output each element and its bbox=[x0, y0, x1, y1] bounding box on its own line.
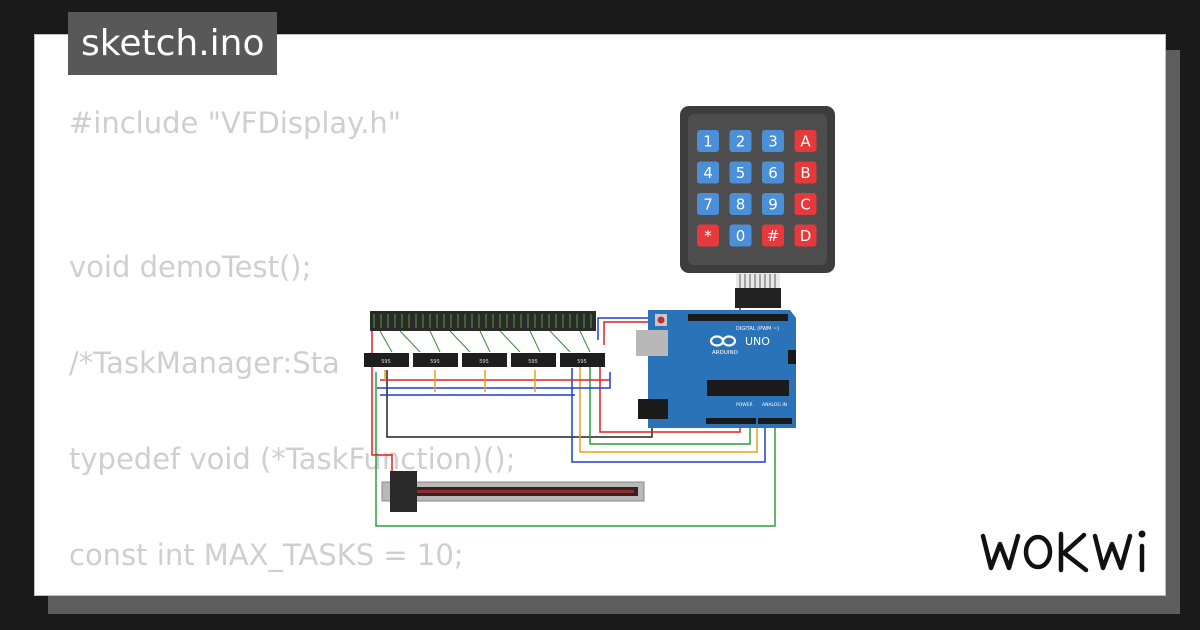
arduino-brand: ARDUINO bbox=[712, 350, 739, 356]
chip bbox=[511, 353, 556, 367]
keypad-key[interactable] bbox=[794, 193, 817, 215]
keypad-key[interactable] bbox=[762, 130, 784, 152]
keypad-key-label: 4 bbox=[703, 164, 713, 182]
keypad-key[interactable] bbox=[794, 161, 817, 184]
microcontroller-chip bbox=[707, 380, 789, 396]
keypad-key-label: C bbox=[800, 196, 810, 214]
chip-label: 595 bbox=[528, 359, 538, 365]
code-line: typedef void (*TaskFunction)(); bbox=[69, 442, 516, 476]
code-preview: #include "VFDisplay.h" void demoTest(); … bbox=[69, 99, 516, 579]
keypad-key-label: A bbox=[800, 133, 811, 151]
wire-bus-blue bbox=[377, 372, 611, 389]
keypad-key-label: * bbox=[704, 227, 712, 245]
keypad-key-label: 2 bbox=[736, 133, 746, 151]
keypad-key-label: 8 bbox=[736, 196, 746, 214]
power-label: POWER bbox=[736, 402, 753, 408]
chip-label: 595 bbox=[430, 359, 440, 365]
keypad-key[interactable] bbox=[729, 130, 752, 152]
keypad-key-label: 0 bbox=[736, 227, 746, 245]
analog-header bbox=[758, 418, 792, 424]
keypad-key[interactable] bbox=[762, 224, 784, 247]
power-jack bbox=[638, 399, 668, 419]
keypad-key-label: # bbox=[767, 227, 780, 245]
wire-chip-links bbox=[384, 370, 536, 392]
code-line: /*TaskManager:Sta bbox=[69, 346, 340, 380]
keypad-key[interactable] bbox=[729, 224, 752, 247]
chip-label: 595 bbox=[479, 359, 489, 365]
keypad-face bbox=[688, 114, 827, 265]
keypad-key[interactable] bbox=[794, 130, 817, 152]
wokwi-logo bbox=[980, 530, 1146, 573]
arduino-model: UNO bbox=[745, 335, 770, 348]
chip bbox=[462, 353, 507, 367]
keypad-key-label: B bbox=[800, 164, 810, 182]
keypad[interactable]: 1 2 3 A 4 5 6 B 7 8 9 C * 0 # D bbox=[680, 106, 835, 308]
power-header bbox=[706, 418, 756, 424]
wire-green bbox=[375, 372, 776, 527]
keypad-key[interactable] bbox=[794, 224, 817, 247]
keypad-key-label: 3 bbox=[768, 133, 778, 151]
wire-green-2 bbox=[589, 364, 751, 445]
keypad-key-label: 5 bbox=[736, 164, 746, 182]
arduino-board bbox=[648, 310, 796, 428]
file-tab[interactable]: sketch.ino bbox=[68, 12, 278, 75]
arduino-logo-icon bbox=[709, 335, 737, 347]
keypad-key[interactable] bbox=[697, 130, 719, 152]
shift-registers: 595 595 595 595 595 bbox=[364, 353, 605, 367]
keypad-connector bbox=[735, 288, 781, 308]
usb-port bbox=[636, 330, 668, 356]
chip bbox=[560, 353, 605, 367]
project-card: #include "VFDisplay.h" void demoTest(); … bbox=[34, 34, 1166, 596]
keypad-key[interactable] bbox=[729, 161, 752, 184]
keypad-key[interactable] bbox=[697, 224, 719, 247]
chip-label: 595 bbox=[577, 359, 587, 365]
chip bbox=[364, 353, 409, 367]
keypad-key-label: 6 bbox=[768, 164, 778, 182]
slide-potentiometer[interactable] bbox=[381, 471, 645, 512]
chip-label: 595 bbox=[381, 359, 391, 365]
keypad-key[interactable] bbox=[762, 193, 784, 215]
keypad-key[interactable] bbox=[729, 193, 752, 215]
keypad-key-label: D bbox=[800, 227, 812, 245]
keypad-key-label: 7 bbox=[703, 196, 713, 214]
keypad-key[interactable] bbox=[697, 193, 719, 215]
keypad-key-label: 9 bbox=[768, 196, 778, 214]
chip bbox=[413, 353, 458, 367]
wires bbox=[371, 300, 776, 527]
arduino-uno[interactable]: DIGITAL (PWM ~) UNO ARDUINO POWER ANALOG… bbox=[636, 310, 796, 428]
digital-label: DIGITAL (PWM ~) bbox=[736, 326, 779, 332]
digital-header bbox=[688, 314, 788, 321]
analog-label: ANALOG IN bbox=[762, 402, 787, 408]
code-line: void demoTest(); bbox=[69, 250, 312, 284]
reset-button[interactable] bbox=[657, 316, 665, 324]
keypad-key-label: 1 bbox=[703, 133, 713, 151]
keypad-key[interactable] bbox=[762, 161, 784, 184]
code-line: #include "VFDisplay.h" bbox=[69, 106, 402, 140]
wire-orange bbox=[579, 366, 758, 453]
keypad-key[interactable] bbox=[697, 161, 719, 184]
pot-slider-knob[interactable] bbox=[390, 471, 417, 512]
code-line: const int MAX_TASKS = 10; bbox=[69, 538, 464, 572]
display-header bbox=[370, 311, 596, 353]
wire-blue bbox=[571, 368, 766, 463]
